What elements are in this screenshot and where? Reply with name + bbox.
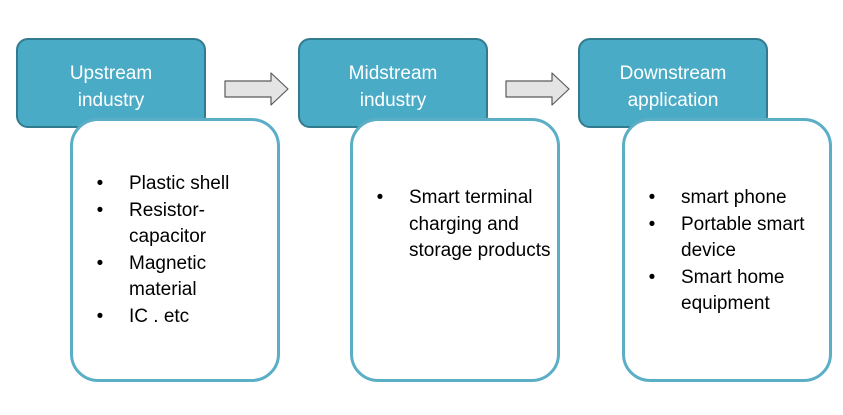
list-item: • Plastic shell <box>73 171 277 198</box>
midstream-detail-box: • Smart terminal charging and storage pr… <box>350 118 560 382</box>
list-item-text: smart phone <box>681 187 787 208</box>
bullet-icon: • <box>96 173 104 194</box>
downstream-detail-box: • smart phone • Portable smart device • … <box>622 118 832 382</box>
bullet-icon: • <box>648 187 656 208</box>
bullet-icon: • <box>648 266 656 288</box>
list-item: • Smart home equipment <box>625 265 829 318</box>
upstream-detail-box: • Plastic shell • Resistor-capacitor • M… <box>70 118 280 382</box>
upstream-item-list: • Plastic shell • Resistor-capacitor • M… <box>73 171 277 331</box>
list-item: • IC . etc <box>73 304 277 331</box>
arrow-right-icon <box>224 72 289 106</box>
list-item: • smart phone <box>625 185 829 212</box>
midstream-item-list: • Smart terminal charging and storage pr… <box>353 185 557 265</box>
bullet-icon: • <box>96 252 104 274</box>
bullet-icon: • <box>96 305 104 327</box>
upstream-header-box: Upstream industry <box>16 38 206 128</box>
midstream-header-box: Midstream industry <box>298 38 488 128</box>
downstream-header-box: Downstream application <box>578 38 768 128</box>
list-item-text: Plastic shell <box>129 173 230 194</box>
list-item-text: Smart terminal charging and storage prod… <box>409 187 551 262</box>
arrow-right-icon <box>505 72 570 106</box>
downstream-item-list: • smart phone • Portable smart device • … <box>625 185 829 318</box>
list-item: • Magnetic material <box>73 251 277 304</box>
list-item-text: Resistor-capacitor <box>129 199 207 248</box>
downstream-title: Downstream application <box>619 63 727 111</box>
list-item: • Portable smart device <box>625 212 829 265</box>
list-item-text: IC . etc <box>129 305 190 327</box>
list-item-text: Smart home equipment <box>681 266 785 315</box>
list-item-text: Portable smart device <box>681 213 805 262</box>
upstream-title: Upstream industry <box>69 63 153 111</box>
list-item: • Resistor-capacitor <box>73 198 277 251</box>
midstream-title: Midstream industry <box>348 63 438 111</box>
list-item: • Smart terminal charging and storage pr… <box>353 185 557 265</box>
bullet-icon: • <box>648 213 656 235</box>
bullet-icon: • <box>96 199 104 221</box>
list-item-text: Magnetic material <box>129 252 207 301</box>
bullet-icon: • <box>376 187 384 208</box>
